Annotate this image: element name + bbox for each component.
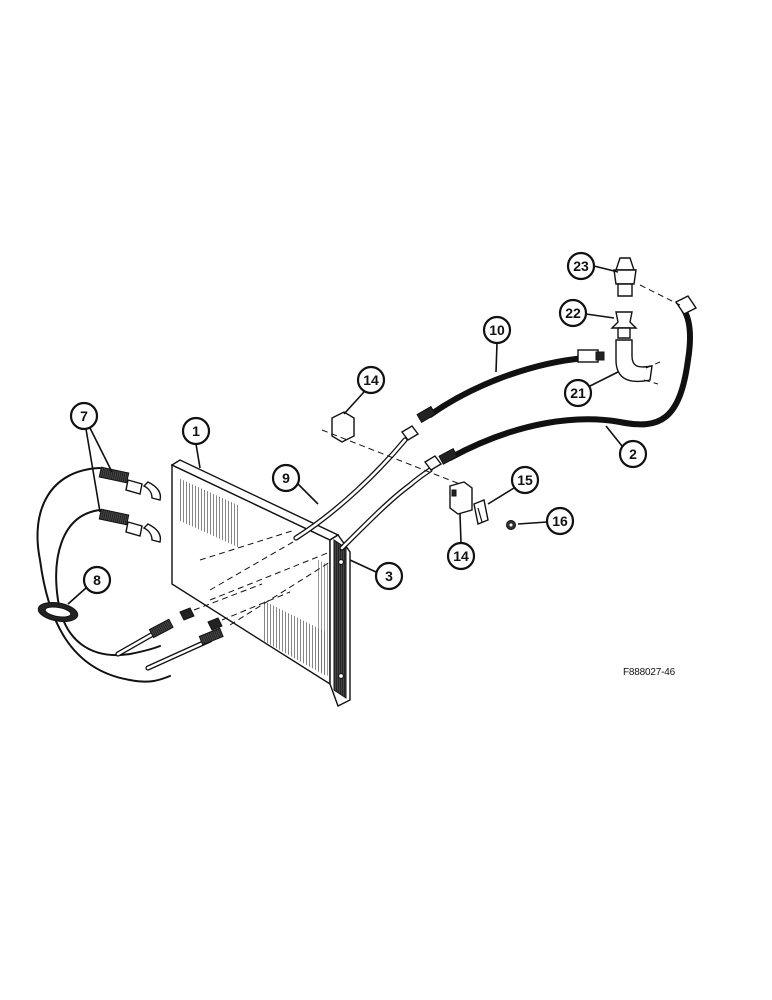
- clamp-lower: [449, 481, 473, 515]
- callout-2: 2: [605, 425, 648, 469]
- steel-line-lower: [339, 455, 443, 551]
- steel-line-upper: [293, 425, 420, 541]
- clamp-plate: [473, 499, 489, 525]
- callout-9: 9: [271, 463, 319, 505]
- callout-7: 7: [69, 401, 113, 513]
- hose-upper: [416, 349, 605, 424]
- figure-code: F888027-46: [623, 667, 675, 678]
- callout-label: 16: [552, 513, 568, 529]
- callout-23: 23: [566, 251, 619, 281]
- callout-label: 9: [282, 470, 290, 486]
- callout-8: 8: [67, 565, 112, 605]
- adapter-fitting: [610, 311, 638, 339]
- callout-label: 22: [565, 305, 581, 321]
- clamp-upper: [321, 411, 471, 489]
- callout-label: 15: [517, 472, 533, 488]
- left-hose-loop: [36, 466, 291, 683]
- callout-label: 21: [570, 385, 586, 401]
- elbow-fitting: [615, 339, 661, 385]
- callout-1: 1: [181, 416, 211, 469]
- callout-label: 3: [385, 568, 393, 584]
- callout-label: 23: [573, 258, 589, 274]
- oil-cooler: [170, 459, 351, 707]
- callout-22: 22: [558, 298, 615, 328]
- callout-label: 14: [363, 372, 379, 388]
- callout-label: 1: [192, 423, 200, 439]
- tee-fitting: [613, 257, 681, 306]
- callout-label: 2: [629, 446, 637, 462]
- callout-15: 15: [487, 465, 540, 505]
- callout-label: 7: [80, 408, 88, 424]
- callout-21: 21: [563, 371, 619, 408]
- callout-14-upper: 14: [343, 365, 386, 415]
- callout-14-lower: 14: [446, 513, 476, 571]
- hose-lower: [438, 295, 698, 465]
- callout-10: 10: [482, 315, 512, 373]
- callout-label: 14: [453, 548, 469, 564]
- callout-label: 10: [489, 322, 505, 338]
- callout-3: 3: [349, 559, 404, 591]
- callout-label: 8: [93, 572, 101, 588]
- nut: [506, 520, 516, 530]
- callout-16: 16: [517, 506, 575, 536]
